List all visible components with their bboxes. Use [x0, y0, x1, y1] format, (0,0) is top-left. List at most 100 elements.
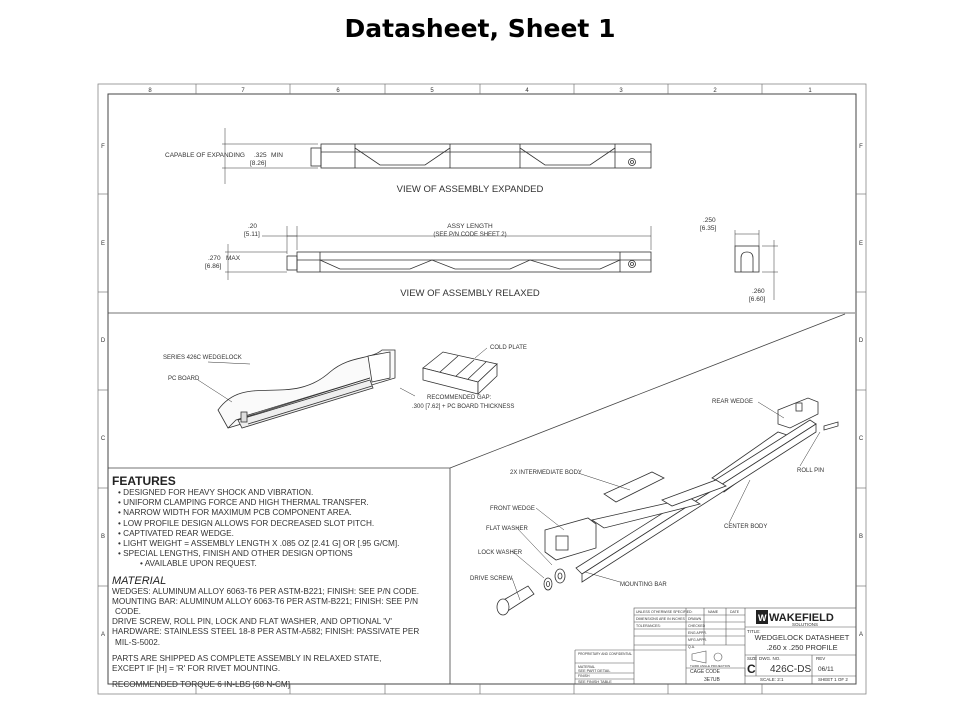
zone-letter: F	[859, 144, 863, 150]
front-wedge-label: FRONT WEDGE	[490, 506, 535, 512]
dim-260-mm: [6.60]	[749, 296, 765, 303]
shipping-line: EXCEPT IF [H] = 'R' FOR RIVET MOUNTING.	[112, 664, 281, 674]
zone-number: 1	[808, 88, 812, 94]
drawn-label: DRAWN	[688, 617, 702, 621]
intermediate-body-label: 2X INTERMEDIATE BODY	[510, 470, 582, 476]
title-label: TITLE:	[747, 629, 761, 634]
dwg-label: DWG. NO.	[759, 656, 781, 661]
dim-260: .260	[752, 288, 765, 295]
mfg-appr-label: MFG APPR.	[688, 638, 707, 642]
capable-label: CAPABLE OF EXPANDING	[165, 152, 245, 159]
cage-label: CAGE CODE	[690, 669, 721, 675]
company-sub: SOLUTIONS	[792, 622, 818, 627]
zone-letter: A	[859, 632, 863, 638]
feature-item: SPECIAL LENGTHS, FINISH AND OTHER DESIGN…	[118, 549, 452, 559]
dwg-number: 426C-DS	[770, 664, 811, 675]
material-line: WEDGES: ALUMINUM ALLOY 6063-T6 PER ASTM-…	[112, 586, 419, 596]
finish-label: FINISH	[578, 674, 590, 678]
sheet-number: SHEET 1 OF 2	[818, 677, 848, 682]
company-logo-mark	[756, 610, 768, 624]
shipping-line: PARTS ARE SHIPPED AS COMPLETE ASSEMBLY I…	[112, 653, 382, 663]
scale: SCALE: 2:1	[760, 677, 784, 682]
dim-270: .270	[208, 255, 221, 262]
feature-item: UNIFORM CLAMPING FORCE AND HIGH THERMAL …	[118, 498, 452, 508]
feature-item: NARROW WIDTH FOR MAXIMUM PCB COMPONENT A…	[118, 508, 452, 518]
mounting-illustration	[197, 347, 498, 429]
zone-number: 7	[241, 88, 245, 94]
material-heading: MATERIAL	[112, 574, 167, 587]
zone-letter: C	[101, 436, 106, 442]
zone-letter: E	[101, 241, 105, 247]
pc-board-label: PC BOARD	[168, 376, 200, 382]
size-label: SIZE	[747, 656, 757, 661]
capable-mm: [8.26]	[250, 160, 266, 167]
gap-label: RECOMMENDED GAP:	[427, 395, 492, 401]
relaxed-assembly	[225, 226, 778, 300]
material-line: CODE.	[115, 607, 141, 617]
dim-270-mm: [6.86]	[205, 263, 221, 270]
eng-appr-label: ENG APPR.	[688, 631, 707, 635]
see-part-detail: SEE PART DETAIL	[578, 669, 610, 673]
drive-screw-label: DRIVE SCREW	[470, 576, 513, 582]
material-label: MATERIAL	[578, 665, 595, 669]
zone-letter: D	[859, 338, 864, 344]
slide-title: Datasheet, Sheet 1	[344, 14, 616, 43]
unless-text: UNLESS OTHERWISE SPECIFIED:	[636, 610, 693, 614]
material-line: HARDWARE: STAINLESS STEEL 18-8 PER ASTM-…	[112, 627, 420, 637]
dims-in-text: DIMENSIONS ARE IN INCHES	[636, 617, 685, 621]
zone-letter: C	[859, 436, 864, 442]
logo-w-glyph: W	[758, 613, 767, 623]
qa-label: Q.A.	[688, 645, 695, 649]
material-line: MIL-S-5002.	[115, 637, 161, 647]
zone-number: 5	[430, 88, 434, 94]
capable-suffix: MIN	[271, 152, 283, 159]
series-label: SERIES 426C WEDGELOCK	[163, 355, 242, 361]
features-section: FEATURES DESIGNED FOR HEAVY SHOCK AND VI…	[112, 474, 452, 690]
material-line: MOUNTING BAR: ALUMINUM ALLOY 6063-T6 PER…	[112, 596, 419, 606]
zone-number: 2	[713, 88, 717, 94]
title-block	[574, 607, 857, 685]
feature-item: LOW PROFILE DESIGN ALLOWS FOR DECREASED …	[118, 519, 452, 529]
zone-letter: E	[859, 241, 863, 247]
zone-letter: D	[101, 338, 106, 344]
rev-value: 06/11	[818, 666, 834, 673]
relaxed-caption: VIEW OF ASSEMBLY RELAXED	[400, 288, 540, 299]
feature-item: DESIGNED FOR HEAVY SHOCK AND VIBRATION.	[118, 488, 452, 498]
roll-pin-label: ROLL PIN	[797, 468, 824, 474]
zone-letter: B	[101, 534, 105, 540]
name-header: NAME	[708, 610, 719, 614]
assy-length-note: (SEE P/N CODE SHEET 2)	[433, 232, 506, 238]
title-line-2: .260 x .250 PROFILE	[766, 643, 837, 652]
zone-number: 3	[619, 88, 623, 94]
see-finish-table: SEE FINISH TABLE	[578, 680, 612, 684]
feature-item: LIGHT WEIGHT = ASSEMBLY LENGTH X .085 OZ…	[118, 539, 452, 549]
material-line: DRIVE SCREW, ROLL PIN, LOCK AND FLAT WAS…	[112, 617, 392, 627]
rear-wedge-label: REAR WEDGE	[712, 399, 753, 405]
third-angle-label: THIRD ANGLE PROJECTION	[690, 664, 730, 668]
title-line-1: WEDGELOCK DATASHEET	[755, 633, 850, 642]
dim-250-mm: [6.35]	[700, 225, 716, 232]
features-list: DESIGNED FOR HEAVY SHOCK AND VIBRATION. …	[112, 488, 452, 570]
zone-number: 4	[525, 88, 529, 94]
assy-length: ASSY LENGTH	[447, 223, 493, 230]
center-body-label: CENTER BODY	[724, 524, 767, 530]
feature-item: CAPTIVATED REAR WEDGE.	[118, 529, 452, 539]
flat-washer-label: FLAT WASHER	[486, 526, 529, 532]
expanded-assembly	[222, 128, 652, 184]
cage-value: 3E7UB	[704, 677, 721, 683]
gap-value: .300 [7.62] + PC BOARD THICKNESS	[412, 404, 514, 410]
features-heading: FEATURES	[112, 474, 176, 488]
dim-20: .20	[248, 223, 257, 230]
zone-letter: A	[101, 632, 105, 638]
company-name: WAKEFIELD	[769, 612, 834, 624]
lock-washer-label: LOCK WASHER	[478, 550, 523, 556]
dim-250: .250	[703, 217, 716, 224]
feature-item-continued: AVAILABLE UPON REQUEST.	[118, 559, 452, 569]
torque-note: RECOMMENDED TORQUE 6 IN-LBS [68 N-CM]	[112, 680, 291, 690]
outer-border	[97, 83, 867, 695]
size-value: C	[747, 662, 756, 676]
inner-border	[107, 93, 857, 685]
zone-number: 8	[148, 88, 152, 94]
cold-plate-label: COLD PLATE	[490, 345, 527, 351]
